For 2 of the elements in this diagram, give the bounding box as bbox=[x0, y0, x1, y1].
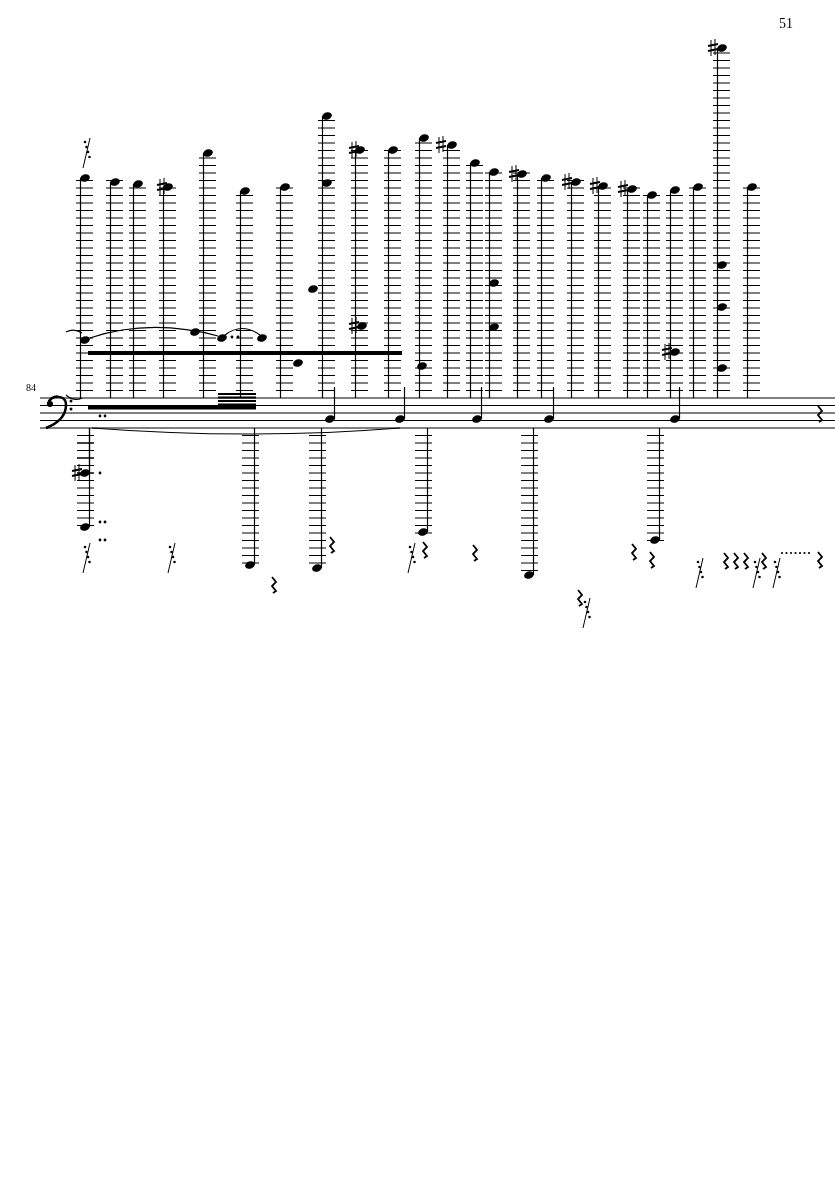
measure-number: 84 bbox=[26, 382, 36, 393]
page-number: 51 bbox=[779, 16, 793, 32]
